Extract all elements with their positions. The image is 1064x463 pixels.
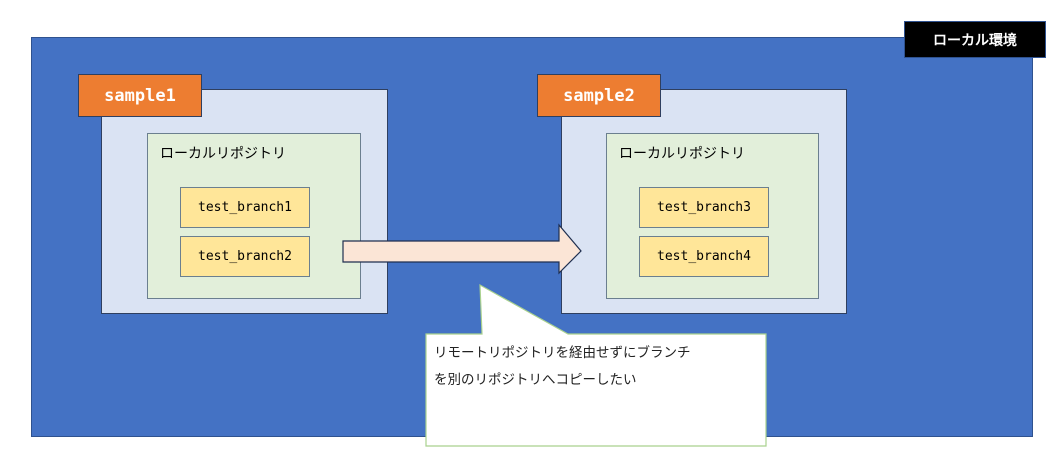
- project-tab-sample2: sample2: [537, 74, 661, 117]
- repository-label: ローカルリポジトリ: [160, 146, 286, 162]
- callout-line: リモートリポジトリを経由せずにブランチ: [434, 345, 691, 361]
- callout-text: リモートリポジトリを経由せずにブランチ を別のリポジトリへコピーしたい: [434, 340, 764, 394]
- repository-label: ローカルリポジトリ: [619, 146, 745, 162]
- branch-box: test_branch4: [639, 236, 769, 277]
- environment-label: ローカル環境: [904, 21, 1046, 58]
- callout-line: を別のリポジトリへコピーしたい: [434, 372, 637, 388]
- branch-box: test_branch2: [180, 236, 310, 277]
- branch-box: test_branch1: [180, 187, 310, 228]
- project-tab-sample1: sample1: [78, 74, 202, 117]
- callout-bubble: [425, 283, 767, 447]
- branch-box: test_branch3: [639, 187, 769, 228]
- copy-arrow: [342, 223, 582, 275]
